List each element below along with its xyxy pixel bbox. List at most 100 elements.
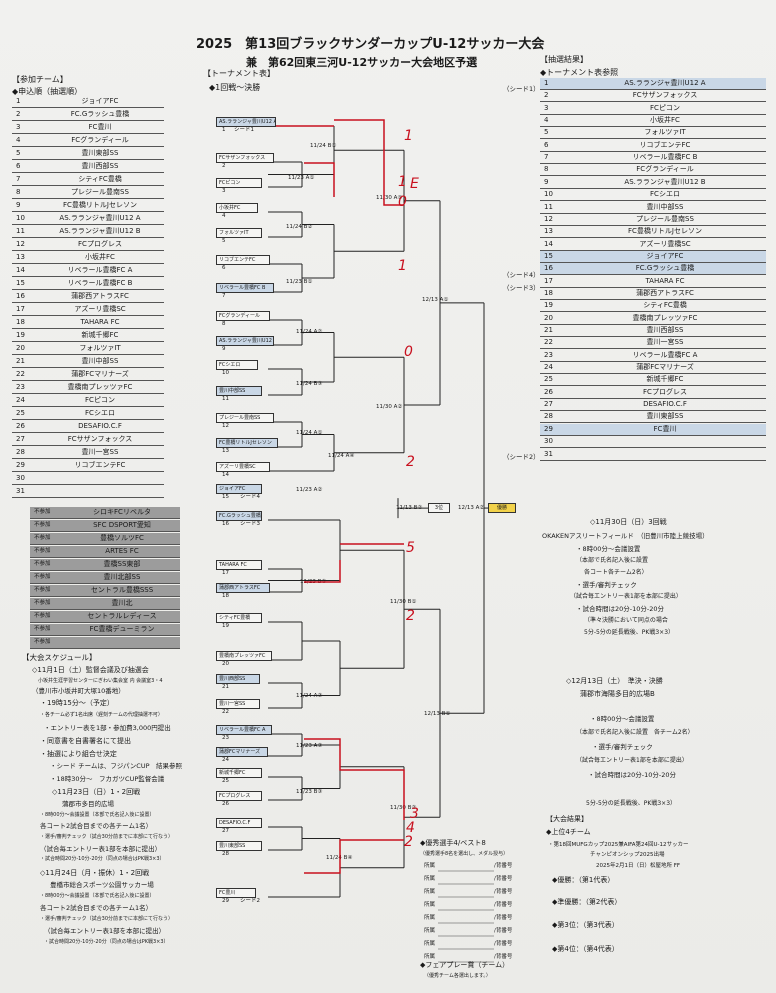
lottery-team: FCプログレス: [643, 387, 687, 396]
award-row-label: 所属: [424, 915, 436, 921]
lottery-number: 22: [544, 338, 553, 347]
info-line: ◆上位4チーム: [546, 828, 591, 836]
lottery-team: リベラール豊橋FC A: [632, 350, 698, 359]
absent-label: 不参加: [34, 548, 51, 554]
schedule-line: （試合毎エントリー表1部を本部に提出）: [44, 927, 166, 935]
bracket-seed-number: 9: [222, 346, 226, 352]
bracket-seed-number: 17: [222, 570, 229, 576]
match-label: 11/24 B②: [286, 224, 313, 230]
lottery-team: 新城千郷FC: [646, 375, 684, 384]
lottery-number: 28: [544, 412, 553, 421]
schedule-line: ・抽選により組合せ決定: [40, 750, 117, 758]
handwritten-score: 4: [406, 820, 415, 836]
bracket-seed-number: 21: [222, 684, 229, 690]
lottery-number: 14: [544, 239, 553, 248]
absent-label: 不参加: [34, 613, 51, 619]
lottery-number: 23: [544, 350, 553, 359]
absent-name: 豊橋SS東部: [103, 560, 141, 568]
lottery-number: 20: [544, 313, 553, 322]
bracket-seed-number: 12: [222, 423, 229, 429]
lottery-team: 豊川中部SS: [646, 202, 684, 211]
lottery-subheader: ◆トーナメント表参照: [540, 68, 619, 77]
participant-number: 31: [16, 487, 25, 495]
schedule-line: ・同意書を自書署名にて提出: [40, 737, 131, 745]
participant-number: 27: [16, 435, 25, 443]
absent-label: 不参加: [34, 561, 51, 567]
participant-name: FCプログレス: [78, 240, 122, 248]
bracket-team: 蒲郡FCマリナーズ: [216, 747, 268, 757]
match-label: 12/13 B①: [424, 711, 451, 717]
bracket-seed-number: 16: [222, 521, 229, 527]
absent-label: 不参加: [34, 587, 51, 593]
participant-row: 5 豊川東部SS: [12, 148, 164, 160]
lottery-number: 30: [544, 437, 553, 446]
participant-name: 新城千郷FC: [81, 331, 119, 339]
match-label: 11/13 B②: [396, 505, 423, 511]
participant-number: 30: [16, 474, 25, 482]
lottery-number: 9: [544, 177, 549, 186]
lottery-team: 豊川西部SS: [646, 326, 684, 334]
info-line: 5分-5分の延長戦後、PK戦3×3）: [584, 629, 675, 636]
handwritten-winner-path: [304, 839, 404, 874]
bracket-seed-number: 11: [222, 396, 229, 402]
bracket-team: リベラール豊橋FC A: [216, 725, 272, 735]
match-label: 11/24 A③: [296, 693, 323, 699]
award-row-label: 所属: [424, 902, 436, 908]
bracket-team: プレジール豊南SS: [216, 413, 274, 423]
participant-name: 蒲郡西アトラスFC: [71, 292, 129, 300]
award-row-number: /背番号: [494, 928, 513, 934]
match-label: 11/23 A③: [296, 743, 323, 749]
participant-number: 21: [16, 357, 25, 365]
schedule-line: ・8時00分～会議設置（本部で氏名記入後に設置）: [40, 812, 155, 818]
bracket-seed-number: 1: [222, 127, 226, 133]
bracket-team: TAHARA FC: [216, 560, 262, 570]
absent-row: 不参加豊川北: [30, 598, 180, 610]
lottery-team: シティFC豊橋: [643, 301, 687, 310]
match-label: 11/23 A②: [296, 487, 323, 493]
schedule-line: ・各チーム必ず1名出席（遅刻チームの代理抽選不可）: [40, 712, 163, 718]
lottery-team: DESAFIO.C.F: [643, 400, 687, 409]
participant-number: 6: [16, 162, 21, 170]
lottery-number: 2: [544, 91, 549, 100]
participant-number: 5: [16, 149, 21, 157]
info-line: ・8時00分～会議設置: [576, 545, 641, 553]
bracket-seed-number: 3: [222, 188, 226, 194]
lottery-number: 26: [544, 387, 553, 396]
schedule-line: ・18時30分～ フカガツCUP監督会議: [50, 775, 165, 783]
absent-label: 不参加: [34, 522, 51, 528]
lottery-number: 21: [544, 326, 553, 334]
lottery-team: プレジール豊南SS: [636, 214, 694, 223]
participants-subheader: ◆申込順（抽選順）: [12, 87, 83, 96]
bracket-seed-number: 23: [222, 735, 229, 741]
award-row-label: 所属: [424, 928, 436, 934]
match-label: 11/23 B①: [286, 279, 313, 285]
lottery-team: アズーリ豊橋SC: [639, 239, 691, 248]
bracket-seed-number: 29: [222, 898, 229, 904]
handwritten-winner-path: [304, 162, 335, 197]
bracket-team: FCプログレス: [216, 791, 262, 801]
handwritten-score: E: [410, 176, 419, 192]
participant-number: 23: [16, 383, 25, 391]
participant-name: FC豊川: [88, 123, 112, 131]
lottery-number: 4: [544, 116, 549, 125]
bracket-seed-number: 13: [222, 448, 229, 454]
bracket-seed-number: 27: [222, 828, 229, 834]
info-line: チャンピオンシップ2025出場: [590, 852, 665, 858]
award-row-number: /背番号: [494, 889, 513, 895]
schedule-line: ・シード チームは、フジパンCUP 結果参照: [50, 762, 183, 770]
participant-name: 豊川東部SS: [81, 149, 119, 157]
bracket-team: 豊川東部SS: [216, 841, 262, 851]
bracket-team: フォルツァIT: [216, 228, 262, 238]
absent-name: セントラル豊橋SSS: [90, 586, 154, 594]
handwritten-score: 1: [404, 128, 413, 144]
bracket-team: FC.Gラッシュ豊橋: [216, 511, 262, 521]
